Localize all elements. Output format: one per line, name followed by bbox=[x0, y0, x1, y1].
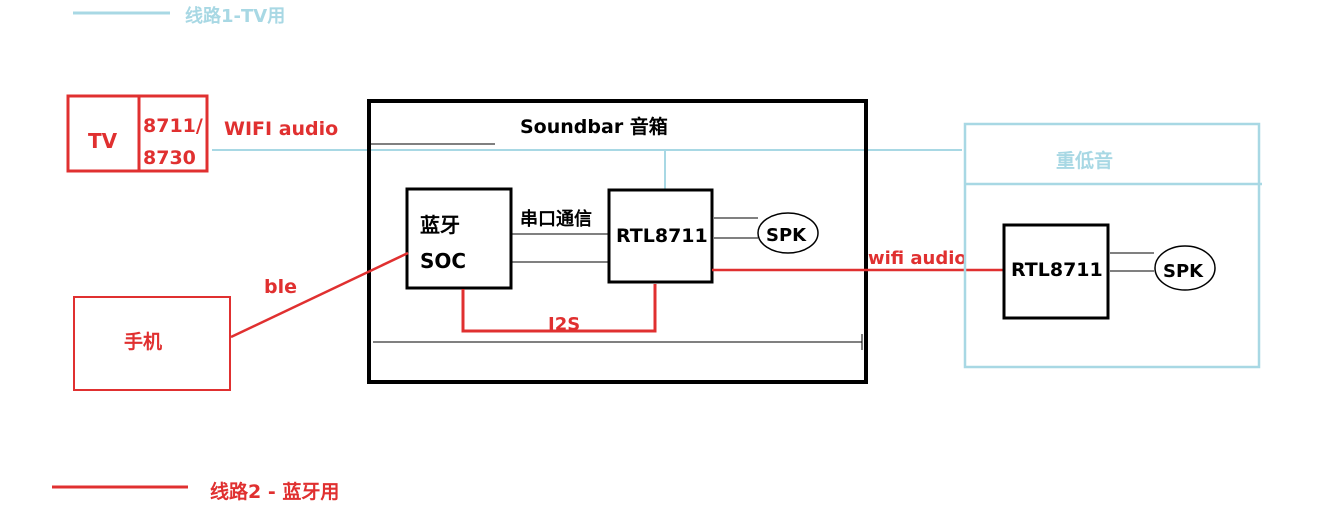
bt-soc-line2: SOC bbox=[420, 249, 466, 273]
wifi-audio-tv-label: WIFI audio bbox=[224, 118, 338, 140]
bt-soc-line1: 蓝牙 bbox=[420, 213, 460, 237]
phone-label: 手机 bbox=[124, 330, 162, 353]
subwoofer-rtl-label: RTL8711 bbox=[1011, 259, 1103, 281]
soundbar-title: Soundbar 音箱 bbox=[520, 115, 668, 138]
tv-chip-line1: 8711/ bbox=[143, 115, 203, 137]
uart-label: 串口通信 bbox=[520, 208, 592, 230]
soundbar-box bbox=[367, 99, 868, 384]
bt-soc-box bbox=[405, 187, 513, 290]
soundbar-spk-label: SPK bbox=[766, 225, 807, 246]
ble-line bbox=[230, 251, 409, 339]
subwoofer-rtl-box bbox=[1002, 223, 1110, 320]
ble-label: ble bbox=[264, 276, 297, 298]
i2s-label: I2S bbox=[548, 314, 580, 335]
subwoofer-title: 重低音 bbox=[1056, 149, 1113, 172]
legend-route2-label: 线路2 - 蓝牙用 bbox=[210, 480, 339, 503]
wifi-audio-sub-label: wifi audio bbox=[868, 248, 967, 269]
tv-label: TV bbox=[88, 129, 118, 153]
subwoofer-spk-label: SPK bbox=[1163, 261, 1204, 282]
subwoofer-spk-ellipse bbox=[1154, 245, 1216, 291]
tv-chip-line2: 8730 bbox=[143, 147, 196, 169]
soundbar-spk-ellipse bbox=[757, 212, 819, 254]
legend-route1-label: 线路1-TV用 bbox=[185, 5, 285, 27]
soundbar-rtl-box bbox=[607, 188, 714, 284]
soundbar-rtl-label: RTL8711 bbox=[616, 225, 708, 247]
subwoofer-box bbox=[963, 122, 1261, 369]
phone-box bbox=[73, 296, 231, 391]
i2s-connector bbox=[461, 284, 657, 333]
